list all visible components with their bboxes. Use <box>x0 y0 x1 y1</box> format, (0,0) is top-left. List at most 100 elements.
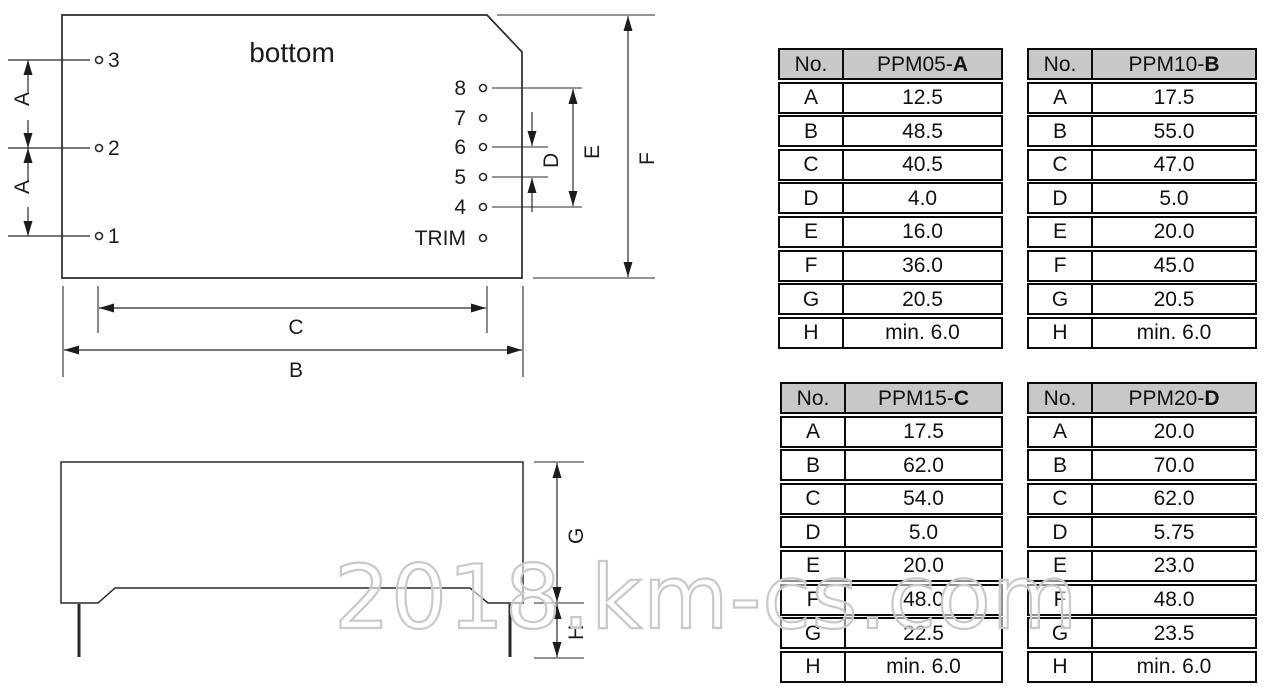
row-dim: C <box>780 150 844 179</box>
row-dim: B <box>782 451 846 480</box>
pin1-pad <box>94 231 104 241</box>
row-dim: H <box>782 652 846 681</box>
row-dim: B <box>1029 451 1093 480</box>
table-row: A 17.5 <box>780 415 1003 448</box>
col-header-no: No. <box>782 384 846 412</box>
module-outline-side-view <box>60 461 524 604</box>
model-variant: B <box>1204 52 1220 76</box>
dim-label-c: C <box>288 316 303 339</box>
row-value: 23.0 <box>1153 554 1195 578</box>
row-dim: E <box>780 217 844 246</box>
col-header-no: No. <box>1029 50 1093 78</box>
table-header-row: No. PPM10-B <box>1027 48 1257 80</box>
row-dim: A <box>780 83 844 112</box>
bottom-view <box>8 14 655 377</box>
row-dim: G <box>780 285 844 314</box>
row-value: min. 6.0 <box>885 321 960 345</box>
row-dim: A <box>782 417 846 446</box>
row-value: 62.0 <box>1153 487 1195 511</box>
dim-label-b: B <box>289 359 303 382</box>
table-header-row: No. PPM15-C <box>780 382 1003 414</box>
row-value: 48.5 <box>902 119 943 143</box>
pin4-pad <box>478 202 488 212</box>
pin5-pad <box>478 172 488 182</box>
row-value: 20.0 <box>1153 420 1195 444</box>
row-dim: H <box>1029 652 1093 681</box>
row-dim: C <box>1029 484 1093 513</box>
pin7-label: 7 <box>454 107 466 130</box>
row-value: 23.5 <box>1153 621 1195 645</box>
pin3-label: 3 <box>108 49 120 72</box>
row-value: 55.0 <box>1153 119 1195 143</box>
row-dim: C <box>782 484 846 513</box>
row-value: 17.5 <box>903 420 944 444</box>
pin8-pad <box>478 83 488 93</box>
row-dim: G <box>1029 285 1093 314</box>
row-dim: E <box>1029 217 1093 246</box>
row-dim: A <box>1029 417 1093 446</box>
row-value: 47.0 <box>1153 153 1195 177</box>
row-dim: E <box>1029 551 1093 580</box>
row-value: min. 6.0 <box>886 655 961 679</box>
row-dim: F <box>782 585 846 614</box>
row-value: min. 6.0 <box>1136 655 1212 679</box>
row-dim: D <box>780 184 844 213</box>
row-value: 20.0 <box>903 554 944 578</box>
pin5-label: 5 <box>454 166 466 189</box>
row-dim: F <box>1029 585 1093 614</box>
row-dim: G <box>782 619 846 648</box>
row-value: min. 6.0 <box>1136 321 1212 345</box>
row-value: 20.5 <box>1153 287 1195 311</box>
table-row: C 62.0 <box>1027 482 1257 515</box>
pin6-pad <box>478 142 488 152</box>
table-row: E 23.0 <box>1027 549 1257 582</box>
col-header-no: No. <box>780 50 844 78</box>
col-header-no: No. <box>1029 384 1093 412</box>
side-view <box>60 461 584 659</box>
model-variant: A <box>952 52 969 76</box>
row-dim: C <box>1029 150 1093 179</box>
row-value: 4.0 <box>907 186 938 210</box>
row-dim: B <box>780 117 844 146</box>
col-header-model: PPM10-B <box>1093 50 1255 78</box>
mechanical-drawing: bottom 3 2 1 8 7 6 5 4 TRIM A A D E F C … <box>8 14 659 659</box>
dim-label-h: H <box>565 625 588 640</box>
col-header-model: PPM05-A <box>844 50 1001 78</box>
pin3-pad <box>94 55 104 65</box>
pin6-label: 6 <box>454 136 466 159</box>
table-row: C 47.0 <box>1027 148 1257 181</box>
pin2-label: 2 <box>108 137 120 160</box>
dim-label-a-upper: A <box>11 92 34 106</box>
trim-pad <box>478 233 488 243</box>
model-variant: C <box>953 386 970 410</box>
dim-label-d: D <box>540 153 563 168</box>
row-value: 36.0 <box>902 254 943 278</box>
pin1-label: 1 <box>108 225 120 248</box>
pin2-pad <box>94 143 104 153</box>
row-value: 17.5 <box>1153 86 1195 110</box>
row-value: 5.75 <box>1153 520 1195 544</box>
table-header-row: No. PPM20-D <box>1027 382 1257 414</box>
